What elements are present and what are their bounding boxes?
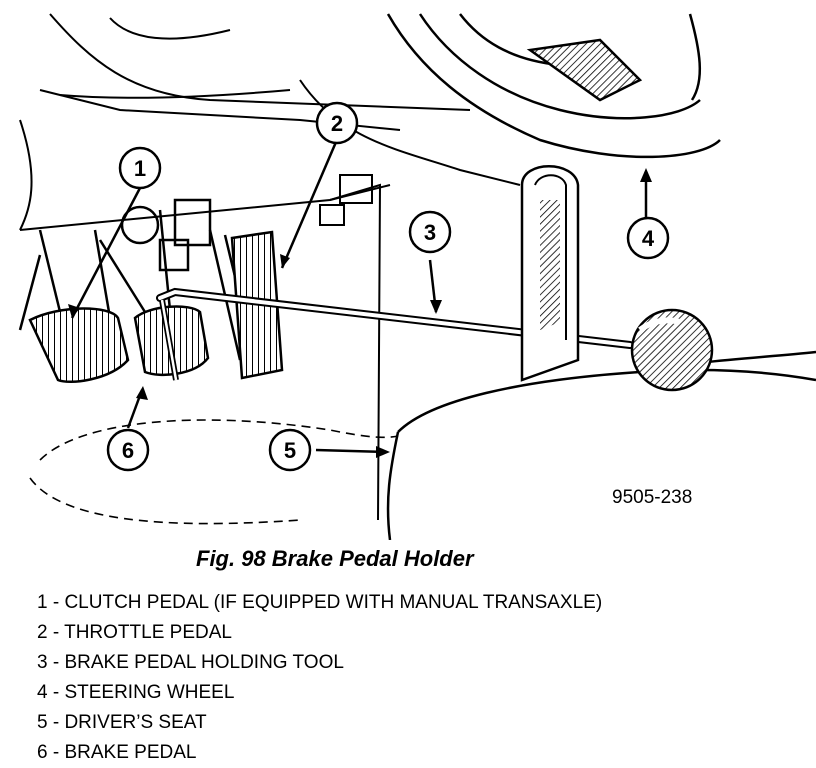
callout-2: 2 [315,101,359,145]
arrowheads [68,168,652,458]
arrowhead-5 [376,446,390,458]
callout-1: 1 [118,146,162,190]
callout-5: 5 [268,428,312,472]
legend-item: 3 - BRAKE PEDAL HOLDING TOOL [37,652,344,673]
leader-lines [70,141,648,454]
callout-3: 3 [408,210,452,254]
callout-number: 3 [424,220,436,245]
callout-number: 6 [122,438,134,463]
clutch-pedal [28,307,130,384]
legend-item: 1 - CLUTCH PEDAL (IF EQUIPPED WITH MANUA… [37,592,603,613]
legend-item: 2 - THROTTLE PEDAL [37,622,232,643]
callout-legend: 1 - CLUTCH PEDAL (IF EQUIPPED WITH MANUA… [37,588,602,768]
callout-number: 2 [331,111,343,136]
callout-6: 6 [106,428,150,472]
legend-item: 4 - STEERING WHEEL [37,682,235,703]
dashboard [19,13,521,521]
arrowhead-6 [136,386,148,400]
arrowhead-3 [430,300,442,314]
callout-4: 4 [626,216,670,260]
arrowhead-4 [640,168,652,182]
brake-pedal-holding-tool [156,165,714,392]
arrowhead-1 [68,304,80,318]
steering-wheel [386,13,721,159]
callout-number: 1 [134,156,146,181]
floor-outline [29,419,399,525]
callout-number: 4 [642,226,655,251]
brake-pedal-holder-illustration: 1 2 3 4 5 6 9505-238 [18,13,816,540]
legend-item: 5 - DRIVER’S SEAT [37,712,207,733]
drivers-seat [386,350,816,540]
callout-number: 5 [284,438,296,463]
legend-item: 6 - BRAKE PEDAL [37,742,197,763]
figure-code: 9505-238 [612,487,692,508]
arrowhead-2 [280,254,290,268]
figure-caption: Fig. 98 Brake Pedal Holder [196,546,474,571]
